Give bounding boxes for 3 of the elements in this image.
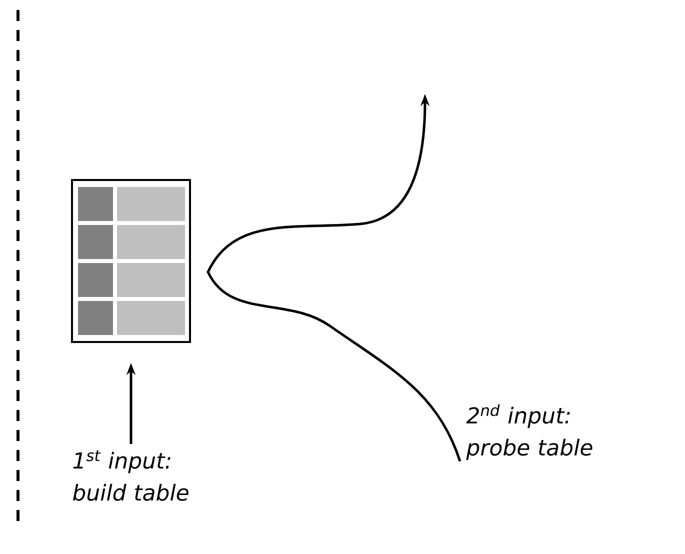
- hash-table-drawing: [71, 179, 191, 343]
- input-label: 1$^{st}$ input: build table: [73, 450, 188, 501]
- input-label: 2$^{nd}$ input: probe table: [466, 404, 592, 460]
